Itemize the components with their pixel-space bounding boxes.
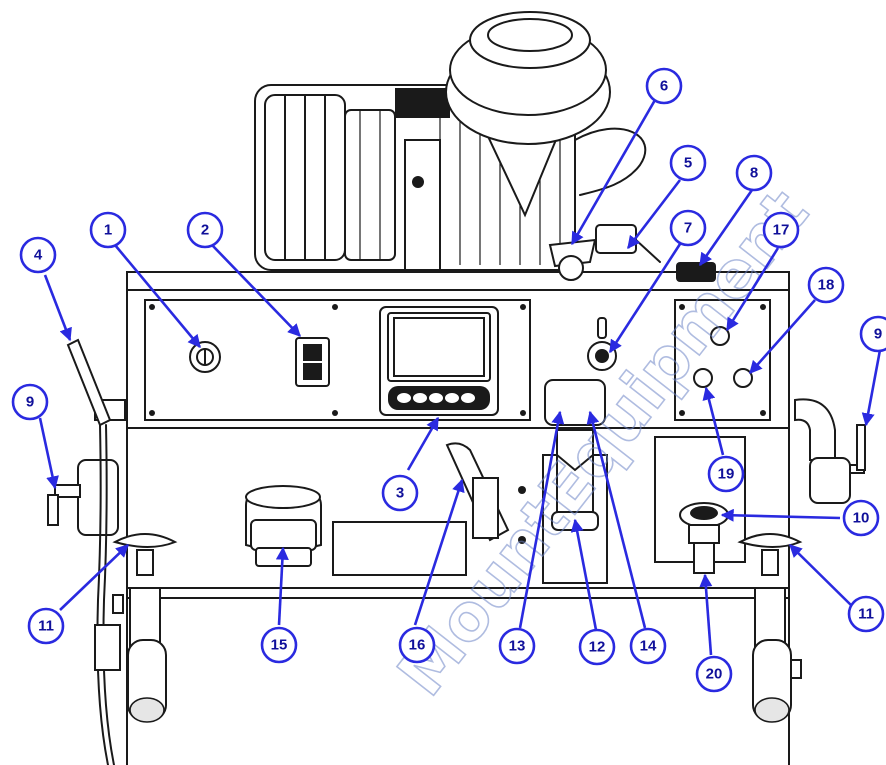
wing-nut-left: [112, 533, 178, 576]
callout-11-right: 11: [847, 595, 885, 633]
callout-20: 20: [695, 655, 733, 693]
handle-grip-left: [127, 587, 167, 723]
callout-12-label: 12: [589, 639, 606, 656]
indicator-lamps: [693, 326, 753, 388]
callout-4: 4: [19, 236, 57, 274]
callout-9-left-label: 9: [26, 394, 34, 411]
callout-18: 18: [807, 266, 845, 304]
callout-6: 6: [645, 67, 683, 105]
controller-display: [379, 306, 499, 416]
top-valve: [548, 224, 661, 281]
callout-10-label: 10: [853, 510, 870, 527]
callout-11-right-label: 11: [858, 606, 874, 623]
callout-11-left: 11: [27, 607, 65, 645]
callout-16: 16: [398, 626, 436, 664]
handle-grip-right: [752, 587, 802, 723]
callout-15: 15: [260, 626, 298, 664]
callout-19: 19: [707, 455, 745, 493]
callout-14-label: 14: [640, 638, 657, 655]
callout-5: 5: [669, 144, 707, 182]
hose-wand: [66, 338, 121, 765]
callout-16-label: 16: [409, 637, 426, 654]
callout-7-label: 7: [684, 220, 692, 237]
callout-10: 10: [842, 499, 880, 537]
wing-nut-right: [737, 533, 803, 576]
callout-2: 2: [186, 211, 224, 249]
callout-1-label: 1: [104, 222, 112, 239]
callout-17: 17: [762, 211, 800, 249]
callout-8-label: 8: [750, 165, 758, 182]
key-switch: [189, 341, 221, 373]
callout-20-label: 20: [706, 666, 723, 683]
leader-lines: [38, 99, 882, 656]
callout-13: 13: [498, 627, 536, 665]
callout-9-right-label: 9: [874, 326, 882, 343]
callout-9-right: 9: [859, 315, 886, 353]
selector-switch: [587, 317, 617, 371]
name-plate: [332, 521, 467, 576]
callout-2-label: 2: [201, 222, 209, 239]
ball-valve-right: [794, 398, 866, 504]
callout-6-label: 6: [660, 78, 668, 95]
callout-17-label: 17: [773, 222, 790, 239]
callout-5-label: 5: [684, 155, 692, 172]
knurled-knob: [676, 262, 716, 282]
callout-1: 1: [89, 211, 127, 249]
callout-15-label: 15: [271, 637, 288, 654]
callout-7: 7: [669, 209, 707, 247]
callout-8: 8: [735, 154, 773, 192]
callout-19-label: 19: [718, 466, 735, 483]
callout-13-label: 13: [509, 638, 526, 655]
lever-handle: [445, 442, 526, 544]
callout-9-left: 9: [11, 383, 49, 421]
callout-18-label: 18: [818, 277, 835, 294]
callout-11-left-label: 11: [38, 618, 54, 635]
callout-4-label: 4: [34, 247, 43, 264]
callout-14: 14: [629, 627, 667, 665]
fan-housing: [445, 11, 611, 145]
callout-3: 3: [381, 474, 419, 512]
callout-12: 12: [578, 628, 616, 666]
callout-3-label: 3: [396, 485, 404, 502]
rocker-switch: [295, 337, 330, 387]
ball-valve-left: [47, 399, 126, 536]
